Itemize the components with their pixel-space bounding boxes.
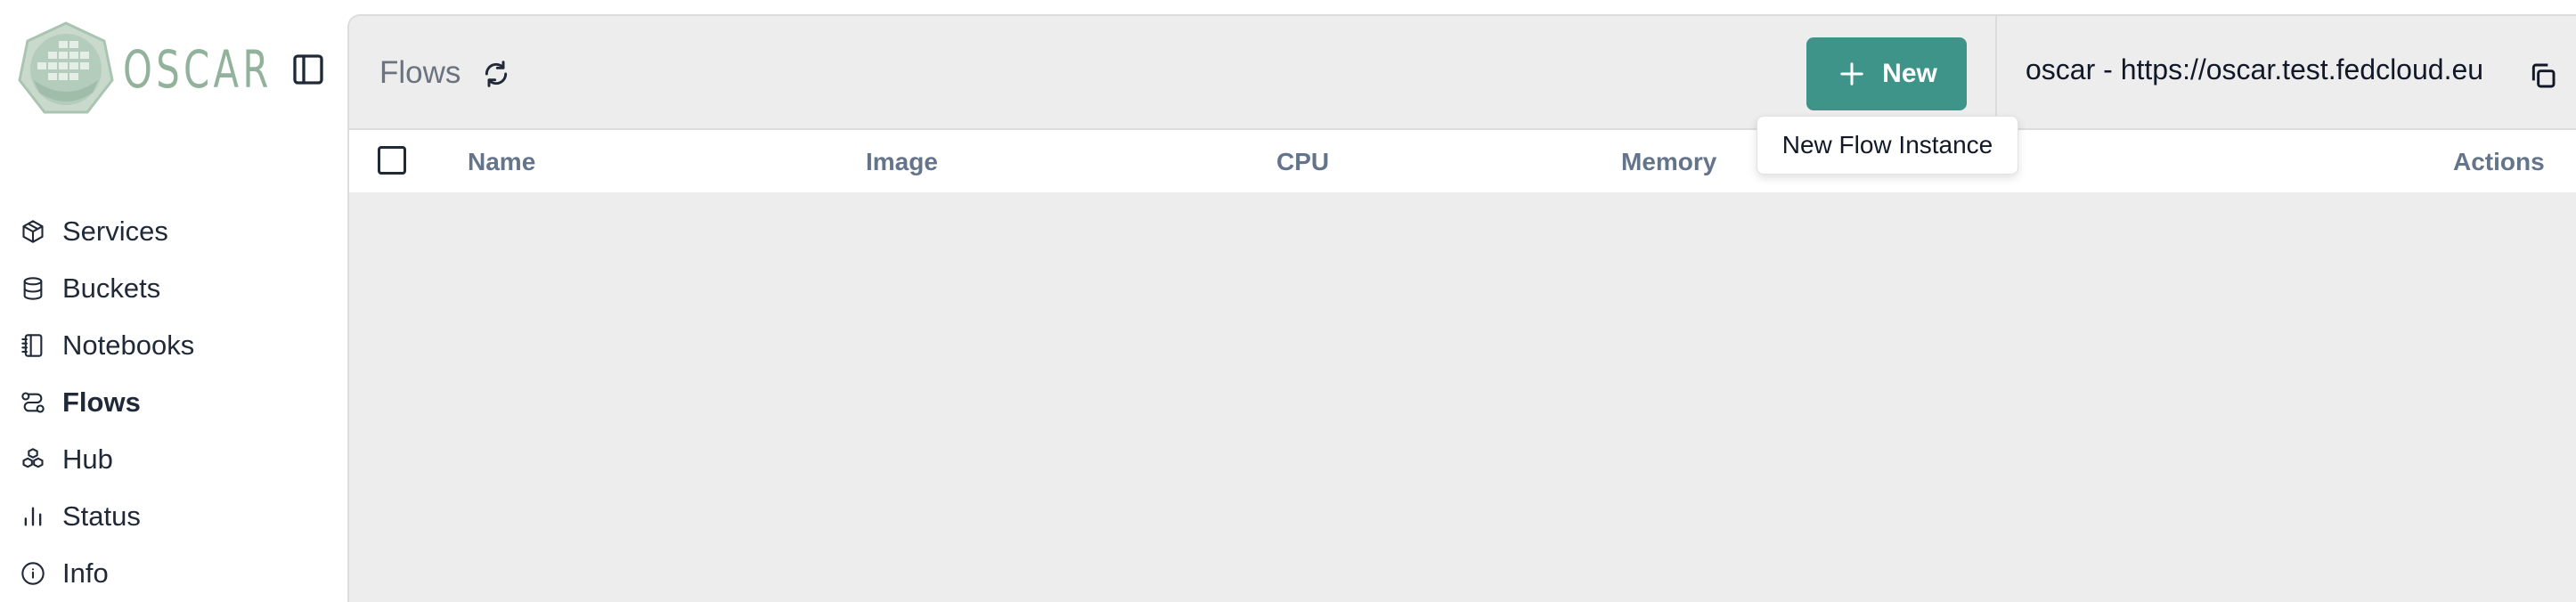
sidebar-item-buckets[interactable]: Buckets	[20, 260, 194, 317]
sidebar-item-label: Status	[62, 500, 141, 532]
oscar-logo: OSCAR	[18, 21, 330, 118]
table-header: Name Image CPU Memory Actions	[349, 130, 2576, 192]
sidebar-item-hub[interactable]: Hub	[20, 431, 194, 488]
sidebar-item-info[interactable]: Info	[20, 545, 194, 602]
sidebar-item-notebooks[interactable]: Notebooks	[20, 317, 194, 374]
column-header-name[interactable]: Name	[468, 148, 536, 175]
column-header-image[interactable]: Image	[866, 148, 938, 175]
boxes-icon	[20, 446, 46, 473]
column-header-memory[interactable]: Memory	[1621, 148, 1717, 175]
cluster-endpoint: oscar - https://oscar.test.fedcloud.eu	[2026, 53, 2484, 85]
oscar-logo-icon	[18, 21, 114, 114]
bar-chart-icon	[20, 503, 46, 530]
new-button-label: New	[1882, 59, 1937, 88]
sidebar-item-label: Info	[62, 557, 109, 589]
notebook-icon	[20, 332, 46, 359]
sidebar-toggle-icon	[293, 54, 323, 85]
copy-icon	[2531, 63, 2556, 88]
column-header-cpu[interactable]: CPU	[1276, 148, 1330, 175]
sidebar-item-flows[interactable]: Flows	[20, 374, 194, 431]
sidebar-item-status[interactable]: Status	[20, 488, 194, 545]
select-all-checkbox[interactable]	[378, 146, 406, 175]
column-header-actions: Actions	[2453, 148, 2545, 175]
copy-button[interactable]	[2526, 59, 2560, 93]
cube-icon	[20, 218, 46, 245]
page-title: Flows	[379, 55, 461, 90]
sidebar-item-label: Services	[62, 216, 168, 247]
sidebar-toggle-button[interactable]	[289, 50, 328, 89]
main-panel: Flows New oscar - https://oscar.test.fed…	[347, 14, 2576, 602]
sidebar: OSCAR Services Buckets Notebooks	[0, 0, 347, 602]
sidebar-item-label: Flows	[62, 386, 141, 418]
new-flow-tooltip: New Flow Instance	[1757, 116, 2018, 175]
plus-icon	[1836, 58, 1868, 90]
sidebar-nav: Services Buckets Notebooks Flows Hub	[20, 203, 194, 602]
divider	[1995, 16, 1997, 128]
refresh-button[interactable]	[479, 57, 513, 91]
brand-name: OSCAR	[123, 39, 273, 100]
refresh-icon	[485, 61, 508, 87]
sidebar-item-label: Buckets	[62, 273, 161, 304]
info-icon	[20, 560, 46, 587]
sidebar-item-label: Hub	[62, 443, 113, 475]
sidebar-item-services[interactable]: Services	[20, 203, 194, 260]
sidebar-item-label: Notebooks	[62, 329, 195, 361]
flow-icon	[20, 389, 46, 416]
topbar: Flows New oscar - https://oscar.test.fed…	[349, 16, 2576, 130]
database-icon	[20, 275, 46, 302]
new-flow-button[interactable]: New	[1806, 37, 1967, 110]
